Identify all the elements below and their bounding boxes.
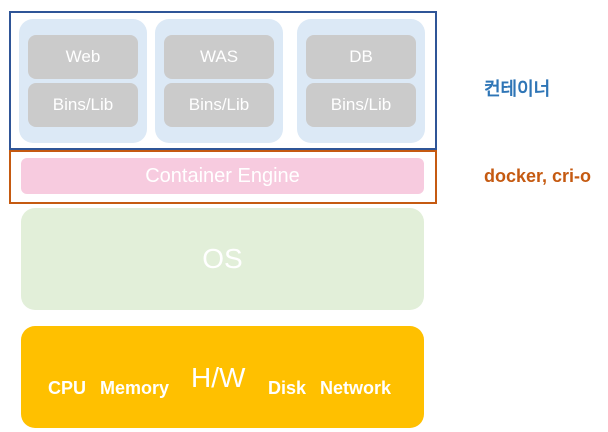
- os-block: OS: [21, 208, 424, 310]
- hardware-block: CPU Memory H/W Disk Network: [21, 326, 424, 428]
- engine-side-label: docker, cri-o: [484, 166, 592, 186]
- app-chip-web: Web: [28, 35, 138, 79]
- app-chip-was: WAS: [164, 35, 274, 79]
- app-chip-db: DB: [306, 35, 416, 79]
- hw-item-network: Network: [320, 378, 392, 398]
- container-db: DB Bins/Lib: [297, 19, 425, 143]
- container-engine-bar: Container Engine: [21, 158, 424, 194]
- container-was: WAS Bins/Lib: [155, 19, 283, 143]
- libs-chip-db: Bins/Lib: [306, 83, 416, 127]
- hw-item-disk: Disk: [268, 378, 307, 398]
- hw-item-cpu: CPU: [48, 378, 87, 398]
- hw-title: H/W: [191, 362, 246, 393]
- libs-chip-web: Bins/Lib: [28, 83, 138, 127]
- libs-chip-was: Bins/Lib: [164, 83, 274, 127]
- hw-item-memory: Memory: [100, 378, 170, 398]
- container-group-frame: [9, 11, 437, 150]
- engine-frame: [9, 150, 437, 204]
- container-web: Web Bins/Lib: [19, 19, 147, 143]
- container-side-label: 컨테이너: [484, 79, 551, 99]
